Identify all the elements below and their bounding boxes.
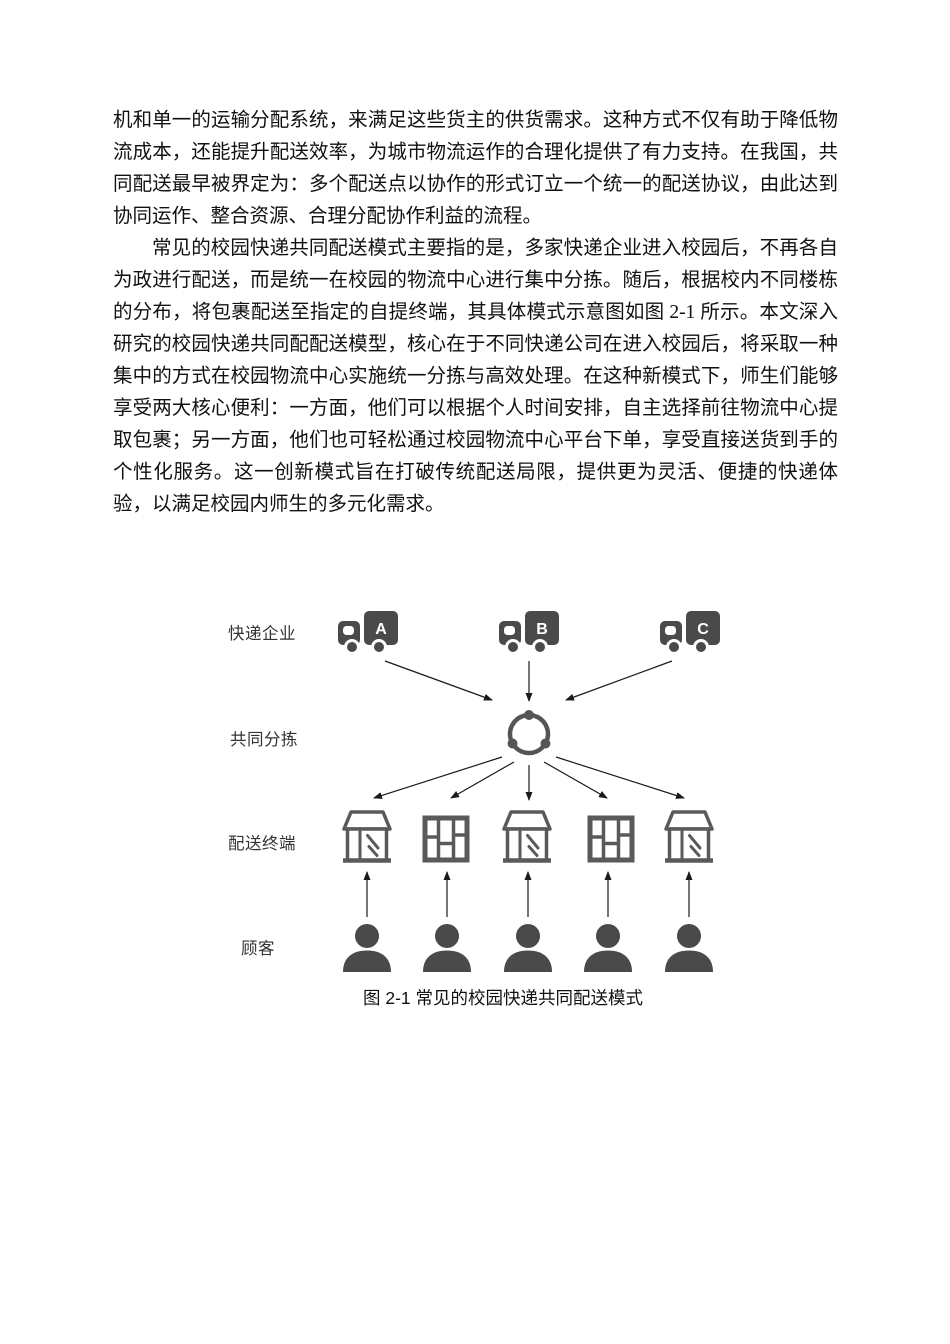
truck-letter-a: A [375, 621, 387, 638]
paragraph-2: 常见的校园快递共同配送模式主要指的是，多家快递企业进入校园后，不再各自为政进行配… [113, 238, 838, 515]
row-label-couriers: 快递企业 [228, 625, 296, 643]
person-icon [665, 924, 713, 972]
truck-letter-c: C [697, 621, 709, 638]
storefront-icon [342, 810, 392, 863]
body-text: 机和单一的运输分配系统，来满足这些货主的供货需求。这种方式不仅有助于降低物流成本… [113, 105, 838, 521]
share-network-icon [507, 710, 551, 756]
arrow-sorting-to-terminal5 [555, 756, 685, 799]
row-label-sorting: 共同分拣 [230, 731, 298, 749]
arrow-sorting-to-terminal2 [450, 761, 515, 799]
person-icon [504, 924, 552, 972]
parcel-locker-icon [587, 815, 635, 863]
arrow-sorting-to-terminal1 [373, 756, 503, 799]
paragraph-1: 机和单一的运输分配系统，来满足这些货主的供货需求。这种方式不仅有助于降低物流成本… [113, 110, 838, 227]
row-label-terminals: 配送终端 [228, 835, 296, 853]
person-icon [343, 924, 391, 972]
arrow-sorting-to-terminal4 [543, 761, 608, 799]
truck-icon: B [499, 611, 559, 655]
arrow-truckC-to-sorting [565, 660, 673, 701]
parcel-locker-icon [422, 815, 470, 863]
row-label-customers: 顾客 [241, 940, 275, 958]
arrow-truckA-to-sorting [384, 660, 493, 701]
storefront-icon [664, 810, 714, 863]
truck-icon: A [338, 611, 398, 655]
truck-letter-b: B [536, 621, 548, 638]
storefront-icon [502, 810, 552, 863]
person-icon [584, 924, 632, 972]
figure-caption: 图 2-1 常见的校园快递共同配送模式 [362, 988, 644, 1008]
person-icon [423, 924, 471, 972]
truck-icon: C [660, 611, 720, 655]
